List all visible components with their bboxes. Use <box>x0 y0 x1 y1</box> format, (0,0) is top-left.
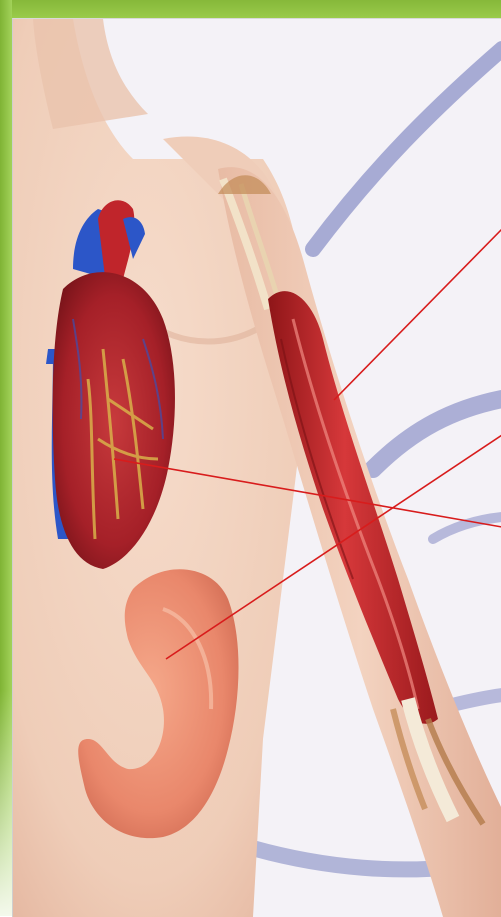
frame-top-bar <box>0 0 501 18</box>
frame-left-fade <box>0 690 12 916</box>
anatomy-illustration <box>13 19 501 917</box>
illustration-frame <box>12 18 501 917</box>
